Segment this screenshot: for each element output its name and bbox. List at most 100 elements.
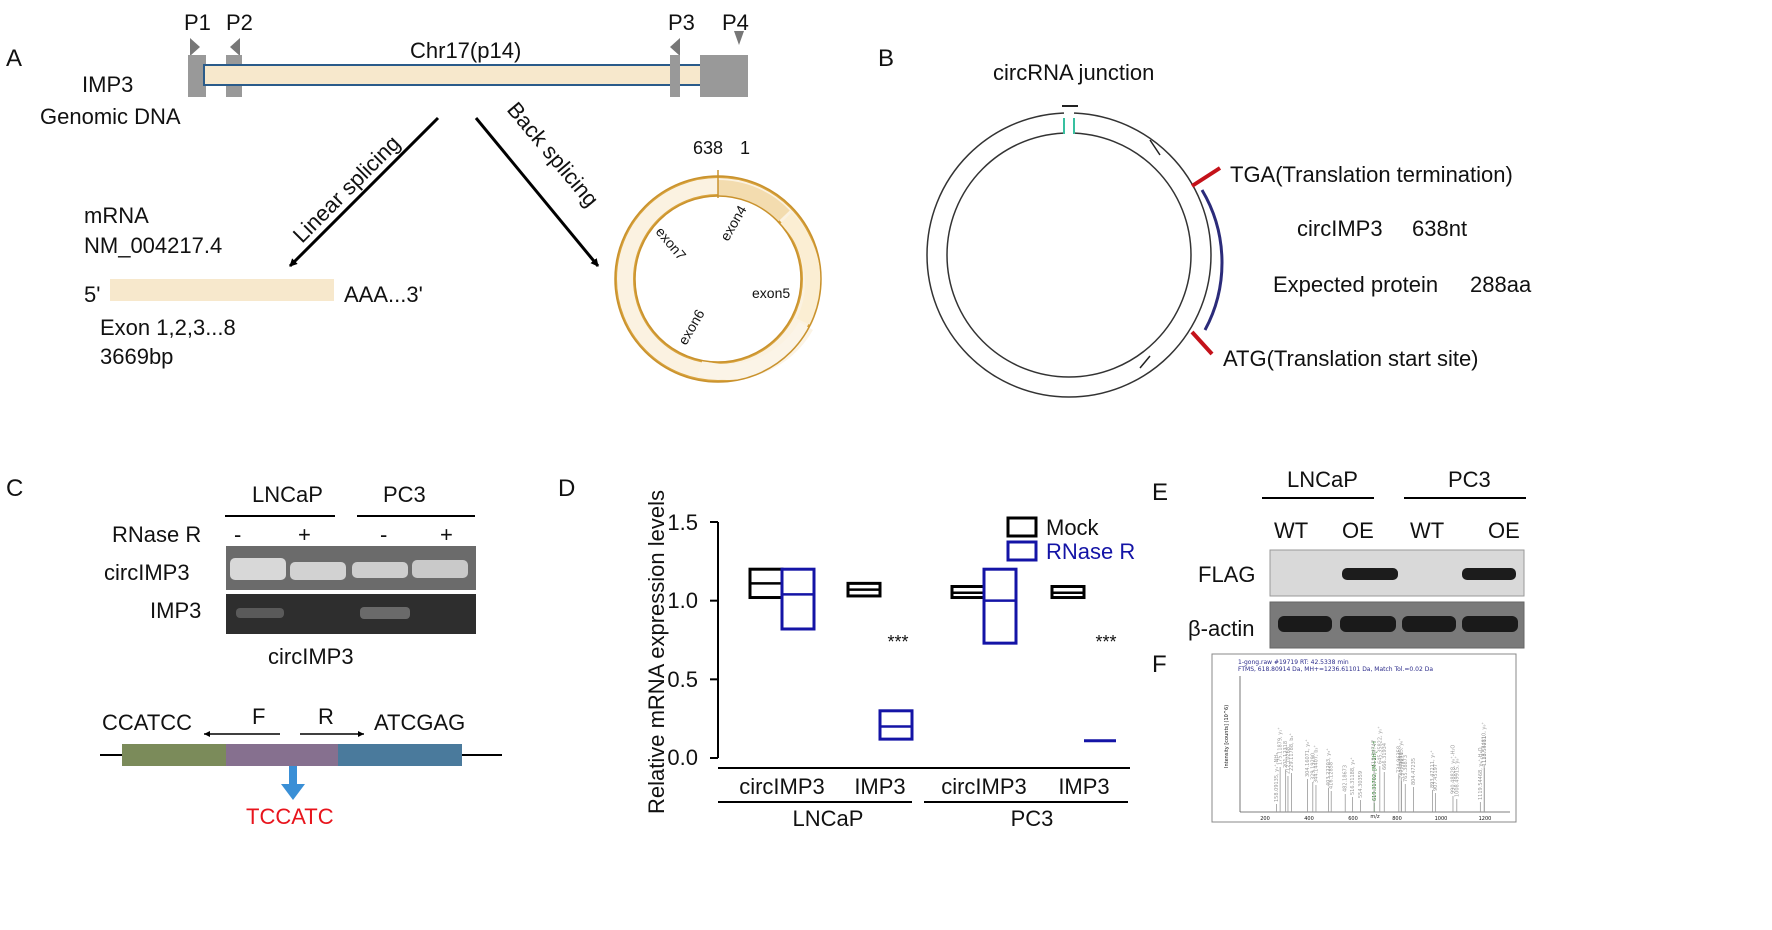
p3-primer-arrow — [670, 38, 680, 56]
lane-sign-2: + — [298, 522, 311, 547]
gene-subtitle: Genomic DNA — [40, 104, 181, 129]
actin-band-3 — [1402, 616, 1456, 632]
spectrum-peak-label: 201.12318 — [1283, 741, 1289, 768]
gel-row2-label: IMP3 — [150, 598, 201, 623]
y-axis-title: Relative mRNA expression levels — [644, 490, 669, 814]
spectrum-peak-label: 482.18673 — [1343, 765, 1349, 792]
spectrum-peak-label: 1008.49915, y₈⁺ — [1454, 756, 1460, 797]
circ-coordinate-1: 1 — [740, 138, 750, 158]
protein-value: 288aa — [1470, 272, 1532, 297]
junction-label: circRNA junction — [993, 60, 1154, 85]
box-rnase-2 — [878, 709, 914, 741]
significance-2: *** — [1095, 632, 1116, 652]
tga-label: TGA(Translation termination) — [1230, 162, 1513, 187]
spectrum-tick-600: 600 — [1348, 816, 1358, 822]
spectrum-tick-800: 800 — [1392, 816, 1402, 822]
back-splicing-arrow — [474, 117, 600, 267]
spectrum-peak-label: 907.45197 — [1433, 764, 1439, 791]
linear-splicing-arrow — [288, 116, 440, 268]
reverse-primer-label: R — [318, 704, 334, 729]
y-tick-marks — [710, 521, 718, 759]
panel-b: B circRNA junction TGA(Translation termi… — [878, 45, 1532, 398]
gel-band-6 — [360, 607, 410, 619]
panel-f: F 1-gong.raw #19719 RT: 42.5338 min FTMS… — [1152, 651, 1517, 823]
spectrum-tick-1200: 1200 — [1479, 816, 1492, 822]
lane-sign-4: + — [440, 522, 453, 547]
spectrum-frame — [1211, 653, 1517, 823]
actin-band-2 — [1340, 616, 1396, 632]
length-name: circIMP3 — [1297, 216, 1383, 241]
p3-label: P3 — [668, 10, 695, 35]
spectrum-peak-label: 212.10268 — [1285, 747, 1291, 774]
box-mock-4 — [1050, 585, 1086, 600]
spectrum-peak-label: 1137.54810, y₉⁺ — [1482, 722, 1488, 763]
junction-seg-left — [122, 744, 226, 766]
y-tick-label-1: 0.5 — [667, 667, 698, 692]
box-mock-3 — [950, 585, 986, 600]
spectrum-peak-label: 734.96358 — [1396, 746, 1402, 773]
y-tick-label-2: 1.0 — [667, 588, 698, 613]
spectrum-peak-label: 554.30359 — [1358, 771, 1364, 798]
spectrum-peak-label: 1138.54211 — [1482, 736, 1488, 766]
seq-right: ATCGAG — [374, 710, 465, 735]
exon-block-1 — [188, 55, 206, 97]
spectrum-peak-label: 804.47235 — [1411, 758, 1417, 785]
p1-label: P1 — [184, 10, 211, 35]
junction-sequence: TCCATC — [246, 804, 334, 829]
blot-pc3-header: PC3 — [1448, 467, 1491, 492]
panel-d-letter: D — [558, 475, 575, 502]
spectrum-peak-label: 516.31188, y₄⁺ — [1350, 757, 1356, 795]
protein-name: Expected protein — [1273, 272, 1438, 297]
blot-lncap-header: LNCaP — [1287, 467, 1358, 492]
spectrum-peak-label: 416.12858 — [1329, 762, 1335, 789]
plasmid-outer-circle — [926, 112, 1212, 398]
gene-name: IMP3 — [82, 72, 133, 97]
spectrum-peak-label: 229.11788, b₂⁺ — [1289, 733, 1295, 771]
y-tick-label-3: 1.5 — [667, 510, 698, 535]
spectrum-peak-label: 645.35822, y₅⁺ — [1377, 726, 1383, 764]
actin-label: β-actin — [1188, 616, 1254, 641]
circrna-ring — [614, 170, 822, 383]
gel-row1-label: circIMP3 — [104, 560, 190, 585]
rnase-label: RNase R — [112, 522, 201, 547]
blot-lane-2: OE — [1342, 518, 1374, 543]
category-label-3: circIMP3 — [941, 774, 1027, 799]
exon7-label: exon7 — [653, 224, 690, 264]
p2-label: P2 — [226, 10, 253, 35]
spectrum-peak-label: 746.40405, y₆⁺ — [1399, 738, 1405, 776]
spectrum-y-label: Intensity [counts] (10^6) — [1224, 705, 1230, 768]
linear-splicing-label: Linear splicing — [288, 130, 405, 247]
spectrum-peak-label: 329.19290 — [1310, 753, 1316, 780]
spectrum-tick-200: 200 — [1260, 816, 1270, 822]
box-mock-2 — [846, 581, 882, 598]
atg-label: ATG(Translation start site) — [1223, 346, 1479, 371]
spectrum-peak-label: 344.14407, b₃⁺ — [1313, 745, 1319, 783]
spectrum-peak-label: 618.34747 — [1372, 740, 1378, 767]
atg-marker — [1190, 330, 1214, 356]
lane-sign-1: - — [234, 522, 241, 547]
box-layer — [748, 567, 1116, 743]
length-value: 638nt — [1412, 216, 1467, 241]
mrna-bar — [110, 279, 334, 301]
spectrum-peak-label: 765.38873 — [1403, 755, 1409, 782]
panel-e-letter: E — [1152, 479, 1168, 506]
seq-left: CCATCC — [102, 710, 192, 735]
lane-sign-3: - — [380, 522, 387, 547]
p1-primer-arrow — [190, 38, 200, 56]
p4-label: P4 — [722, 10, 749, 35]
exon-list: Exon 1,2,3...8 — [100, 315, 236, 340]
category-label-2: IMP3 — [854, 774, 905, 799]
flag-label: FLAG — [1198, 562, 1255, 587]
blot-lane-3: WT — [1410, 518, 1444, 543]
spectrum-peak-label: 175.11879, y₁⁺ — [1278, 727, 1284, 765]
spectrum-peak-label: 403.22203, y₃⁺ — [1326, 748, 1332, 786]
y-tick-label-0: 0.0 — [667, 745, 698, 770]
spectrum-tick-1000: 1000 — [1435, 816, 1448, 822]
spectrum-peak-label: 304.16071, y₂⁺ — [1305, 739, 1311, 777]
spectrum-peak-label: 747.40271 — [1399, 752, 1405, 779]
spectrum-peak-label: 619.31702, [M+2H]²⁺-H — [1372, 741, 1378, 801]
circ-coordinate-638: 638 — [693, 138, 723, 158]
box-mock-1 — [748, 567, 784, 600]
blot-lane-1: WT — [1274, 518, 1308, 543]
